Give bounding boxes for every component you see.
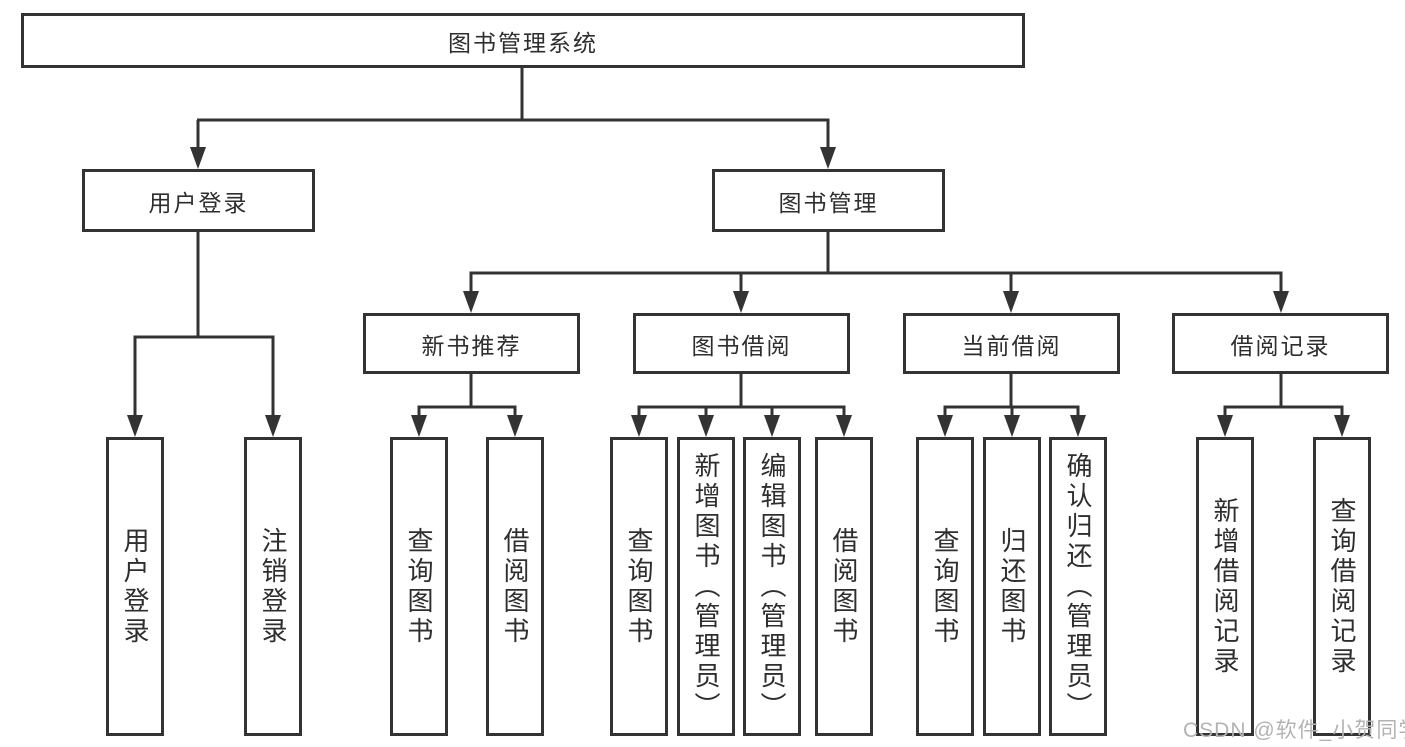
node-new-book-recommend: 新书推荐 <box>363 313 580 374</box>
node-leaf-return-book: 归还图书 <box>983 437 1041 736</box>
node-leaf-query-books-current: 查询图书 <box>916 437 974 736</box>
arrowhead-icons <box>127 147 1350 437</box>
csdn-watermark: CSDN @软件_小贺同学 <box>1183 719 1405 742</box>
node-leaf-add-borrow-record: 新增借阅记录 <box>1196 437 1254 736</box>
node-leaf-logout: 注销登录 <box>244 437 302 736</box>
node-leaf-user-login: 用户登录 <box>106 437 164 736</box>
node-leaf-confirm-return-admin: 确认归还（管理员） <box>1049 437 1107 736</box>
node-root-system: 图书管理系统 <box>21 13 1025 68</box>
node-current-borrowing: 当前借阅 <box>903 313 1120 374</box>
node-leaf-edit-book-admin: 编辑图书（管理员） <box>743 437 801 736</box>
node-leaf-query-books-borrowing: 查询图书 <box>610 437 668 736</box>
node-book-borrowing: 图书借阅 <box>633 313 850 374</box>
node-borrowing-records: 借阅记录 <box>1172 313 1389 374</box>
connector-line-group <box>133 68 1344 417</box>
node-leaf-borrow-books-recommend: 借阅图书 <box>486 437 544 736</box>
node-book-management-branch: 图书管理 <box>712 169 945 232</box>
node-leaf-query-borrow-record: 查询借阅记录 <box>1313 437 1371 736</box>
node-leaf-query-books-recommend: 查询图书 <box>390 437 448 736</box>
node-leaf-borrow-books-borrowing: 借阅图书 <box>815 437 873 736</box>
node-leaf-add-book-admin: 新增图书（管理员） <box>677 437 735 736</box>
node-user-login-branch: 用户登录 <box>82 169 315 232</box>
